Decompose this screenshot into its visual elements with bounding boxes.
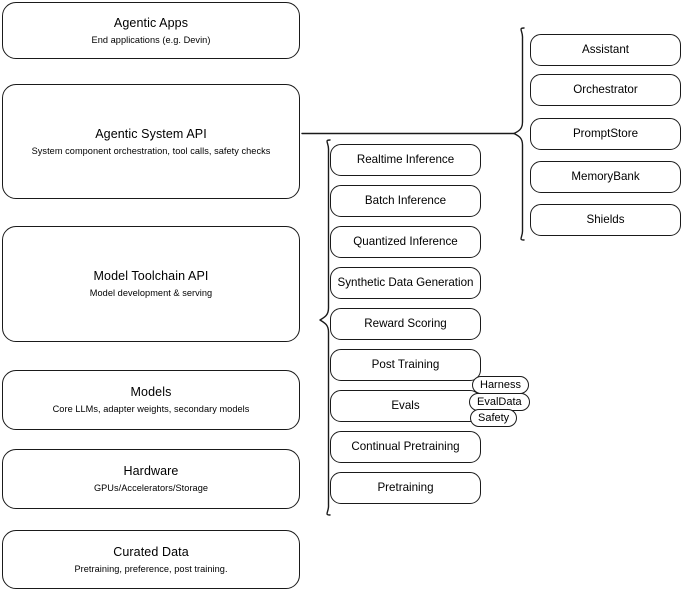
- stack-layer-agentic-system-api[interactable]: Agentic System API System component orch…: [2, 84, 300, 199]
- component-label: Shields: [586, 213, 625, 226]
- component-assistant[interactable]: Assistant: [530, 34, 681, 66]
- component-shields[interactable]: Shields: [530, 204, 681, 236]
- capability-label: Reward Scoring: [364, 317, 447, 330]
- layer-title: Hardware: [123, 464, 179, 478]
- component-promptstore[interactable]: PromptStore: [530, 118, 681, 150]
- capability-reward-scoring[interactable]: Reward Scoring: [330, 308, 481, 340]
- layer-title: Agentic System API: [95, 126, 207, 141]
- capability-quantized-inference[interactable]: Quantized Inference: [330, 226, 481, 258]
- brace-system-components: [513, 27, 525, 241]
- component-label: Assistant: [581, 43, 630, 56]
- capability-continual-pretraining[interactable]: Continual Pretraining: [330, 431, 481, 463]
- eval-badge-safety[interactable]: Safety: [470, 409, 518, 427]
- layer-subtitle: Core LLMs, adapter weights, secondary mo…: [52, 404, 250, 414]
- stack-layer-models[interactable]: Models Core LLMs, adapter weights, secon…: [2, 370, 300, 430]
- component-label: MemoryBank: [571, 170, 640, 183]
- layer-subtitle: System component orchestration, tool cal…: [31, 145, 271, 156]
- capability-label: Synthetic Data Generation: [337, 276, 474, 289]
- component-memorybank[interactable]: MemoryBank: [530, 161, 681, 193]
- layer-title: Model Toolchain API: [93, 269, 209, 283]
- stack-layer-agentic-apps[interactable]: Agentic Apps End applications (e.g. Devi…: [2, 2, 300, 59]
- eval-badge-harness[interactable]: Harness: [472, 376, 529, 394]
- capability-label: Evals: [391, 399, 420, 412]
- capability-label: Post Training: [371, 358, 440, 371]
- component-label: PromptStore: [572, 127, 639, 140]
- capability-pretraining[interactable]: Pretraining: [330, 472, 481, 504]
- layer-title: Curated Data: [113, 544, 189, 559]
- stack-layer-hardware[interactable]: Hardware GPUs/Accelerators/Storage: [2, 449, 300, 509]
- layer-subtitle: Pretraining, preference, post training.: [74, 563, 228, 574]
- component-label: Orchestrator: [573, 83, 638, 96]
- capability-label: Continual Pretraining: [351, 440, 460, 453]
- capability-post-training[interactable]: Post Training: [330, 349, 481, 381]
- capability-realtime-inference[interactable]: Realtime Inference: [330, 144, 481, 176]
- eval-badge-label: EvalData: [477, 396, 522, 408]
- layer-title: Models: [130, 385, 172, 399]
- layer-subtitle: GPUs/Accelerators/Storage: [93, 483, 209, 493]
- layer-subtitle: End applications (e.g. Devin): [91, 34, 211, 45]
- eval-badge-label: Harness: [480, 379, 521, 391]
- capability-label: Realtime Inference: [356, 153, 455, 166]
- capability-label: Pretraining: [377, 481, 434, 494]
- component-orchestrator[interactable]: Orchestrator: [530, 74, 681, 106]
- layer-subtitle: Model development & serving: [89, 288, 213, 298]
- capability-synthetic-data-generation[interactable]: Synthetic Data Generation: [330, 267, 481, 299]
- eval-badge-label: Safety: [478, 412, 510, 424]
- layer-title: Agentic Apps: [113, 15, 189, 30]
- stack-layer-model-toolchain-api[interactable]: Model Toolchain API Model development & …: [2, 226, 300, 342]
- capability-evals[interactable]: Evals: [330, 390, 481, 422]
- stack-layer-curated-data[interactable]: Curated Data Pretraining, preference, po…: [2, 530, 300, 589]
- capability-label: Quantized Inference: [353, 235, 458, 248]
- capability-batch-inference[interactable]: Batch Inference: [330, 185, 481, 217]
- brace-toolchain-capabilities: [319, 139, 331, 516]
- capability-label: Batch Inference: [364, 194, 447, 207]
